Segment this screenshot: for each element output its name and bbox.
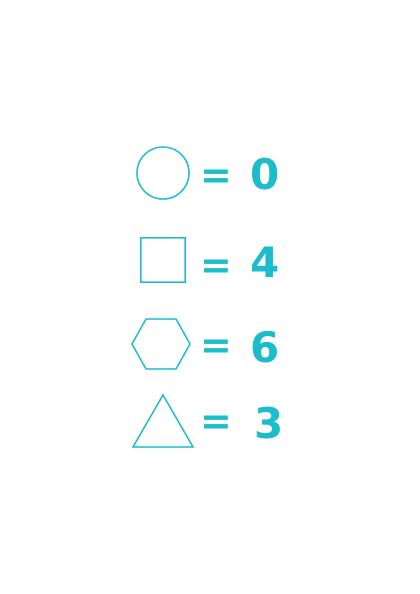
value-label: 4 bbox=[250, 238, 280, 287]
equals-sign: = bbox=[200, 153, 232, 197]
triangle-icon bbox=[131, 393, 195, 448]
value-label: 3 bbox=[254, 399, 284, 448]
equation-row-hexagon: = 6 bbox=[0, 318, 420, 382]
square-icon bbox=[140, 237, 187, 284]
value-label: 0 bbox=[250, 150, 280, 199]
value-label: 6 bbox=[250, 323, 280, 372]
equals-sign: = bbox=[200, 243, 232, 287]
equals-sign: = bbox=[200, 399, 232, 443]
equation-row-triangle: = 3 bbox=[0, 393, 420, 458]
circle-icon bbox=[136, 146, 190, 200]
hexagon-icon bbox=[131, 318, 191, 370]
equation-row-square: = 4 bbox=[0, 236, 420, 300]
equals-sign: = bbox=[200, 323, 232, 367]
equation-row-circle: = 0 bbox=[0, 146, 420, 210]
